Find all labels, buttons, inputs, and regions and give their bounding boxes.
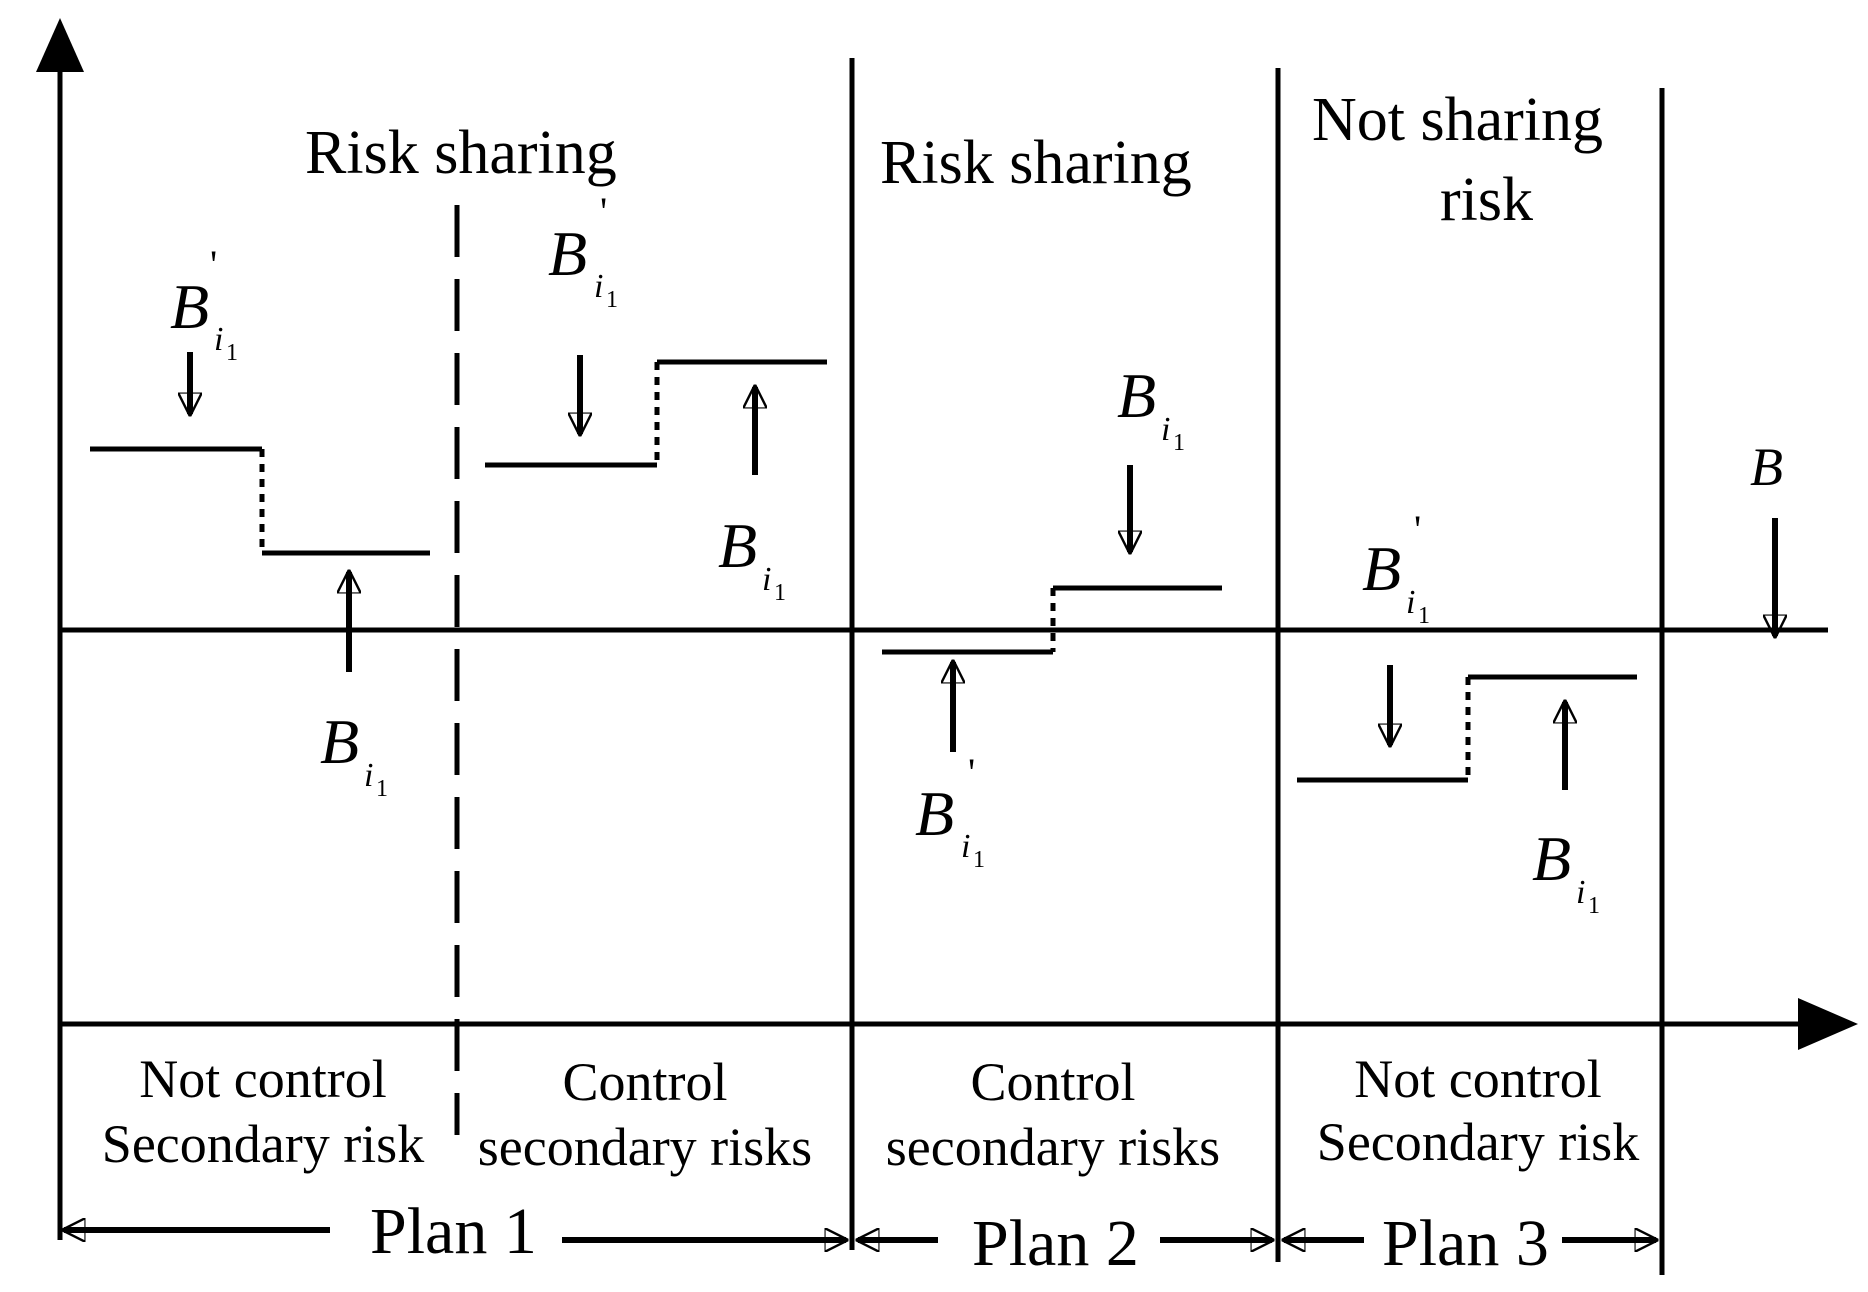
p2-line2: secondary risks (886, 1117, 1220, 1177)
headings: Risk sharing Risk sharing Not sharing ri… (305, 86, 1603, 234)
plan2-heading: Risk sharing (880, 129, 1192, 197)
svg-text:i: i (594, 268, 603, 305)
p1a-line2: Secondary risk (102, 1114, 424, 1174)
plan1-heading: Risk sharing (305, 119, 617, 187)
svg-text:1: 1 (774, 580, 786, 606)
svg-text:': ' (1414, 507, 1421, 552)
p1b-line1: Control (562, 1052, 727, 1112)
svg-text:B: B (1532, 823, 1571, 894)
label-B-p2: B i 1 (1117, 360, 1185, 456)
svg-text:1: 1 (1173, 430, 1185, 456)
p3-line2: Secondary risk (1317, 1112, 1639, 1172)
svg-text:B: B (915, 778, 954, 849)
label-Bprime-p1a: B ' i 1 (170, 242, 238, 366)
axes (36, 18, 1858, 1240)
svg-text:i: i (214, 321, 223, 358)
bottom-labels: Not control Secondary risk Control secon… (102, 1049, 1639, 1177)
variable-labels: B ' i 1 B i 1 B ' i 1 B i 1 B i 1 (170, 189, 1783, 919)
plan-spans: Plan 1 Plan 2 Plan 3 (64, 1195, 1656, 1280)
svg-text:1: 1 (973, 847, 985, 873)
plan3-label: Plan 3 (1382, 1207, 1549, 1280)
svg-text:i: i (961, 828, 970, 865)
step-levels (90, 359, 1637, 783)
svg-text:1: 1 (376, 776, 388, 802)
svg-text:': ' (600, 189, 607, 234)
label-Bprime-p1b: B ' i 1 (548, 189, 618, 313)
plan1-label: Plan 1 (370, 1195, 537, 1268)
svg-text:i: i (762, 561, 771, 598)
p1a-line1: Not control (139, 1049, 386, 1109)
pointer-arrows (190, 352, 1775, 790)
label-Bprime-p3: B ' i 1 (1362, 507, 1430, 629)
plan3-heading-line1: Not sharing (1312, 86, 1603, 154)
label-B-p3: B i 1 (1532, 823, 1600, 919)
p2-line1: Control (970, 1052, 1135, 1112)
svg-text:B: B (718, 510, 757, 581)
svg-text:i: i (1161, 411, 1170, 448)
label-Bprime-p2: B ' i 1 (915, 750, 985, 873)
svg-text:1: 1 (1588, 893, 1600, 919)
svg-text:1: 1 (1418, 603, 1430, 629)
plan3-heading-line2: risk (1440, 166, 1533, 234)
label-B-axis: B (1750, 437, 1783, 497)
svg-text:B: B (170, 271, 209, 342)
plan2-label: Plan 2 (972, 1207, 1139, 1280)
svg-text:': ' (968, 750, 975, 795)
p3-line1: Not control (1354, 1049, 1601, 1109)
svg-text:i: i (1406, 584, 1415, 621)
svg-text:B: B (1362, 533, 1401, 604)
svg-text:': ' (210, 242, 217, 287)
svg-text:B: B (1117, 360, 1156, 431)
svg-text:i: i (364, 757, 373, 794)
dividers (454, 58, 1665, 1275)
svg-text:i: i (1576, 874, 1585, 911)
svg-text:1: 1 (606, 287, 618, 313)
svg-text:1: 1 (226, 340, 238, 366)
svg-text:B: B (320, 706, 359, 777)
label-B-p1b: B i 1 (718, 510, 786, 606)
label-B-p1a: B i 1 (320, 706, 388, 802)
horizontal-axis-arrowhead (1798, 998, 1858, 1050)
p1b-line2: secondary risks (478, 1117, 812, 1177)
svg-text:B: B (548, 218, 587, 289)
vertical-axis-arrowhead (36, 18, 84, 72)
